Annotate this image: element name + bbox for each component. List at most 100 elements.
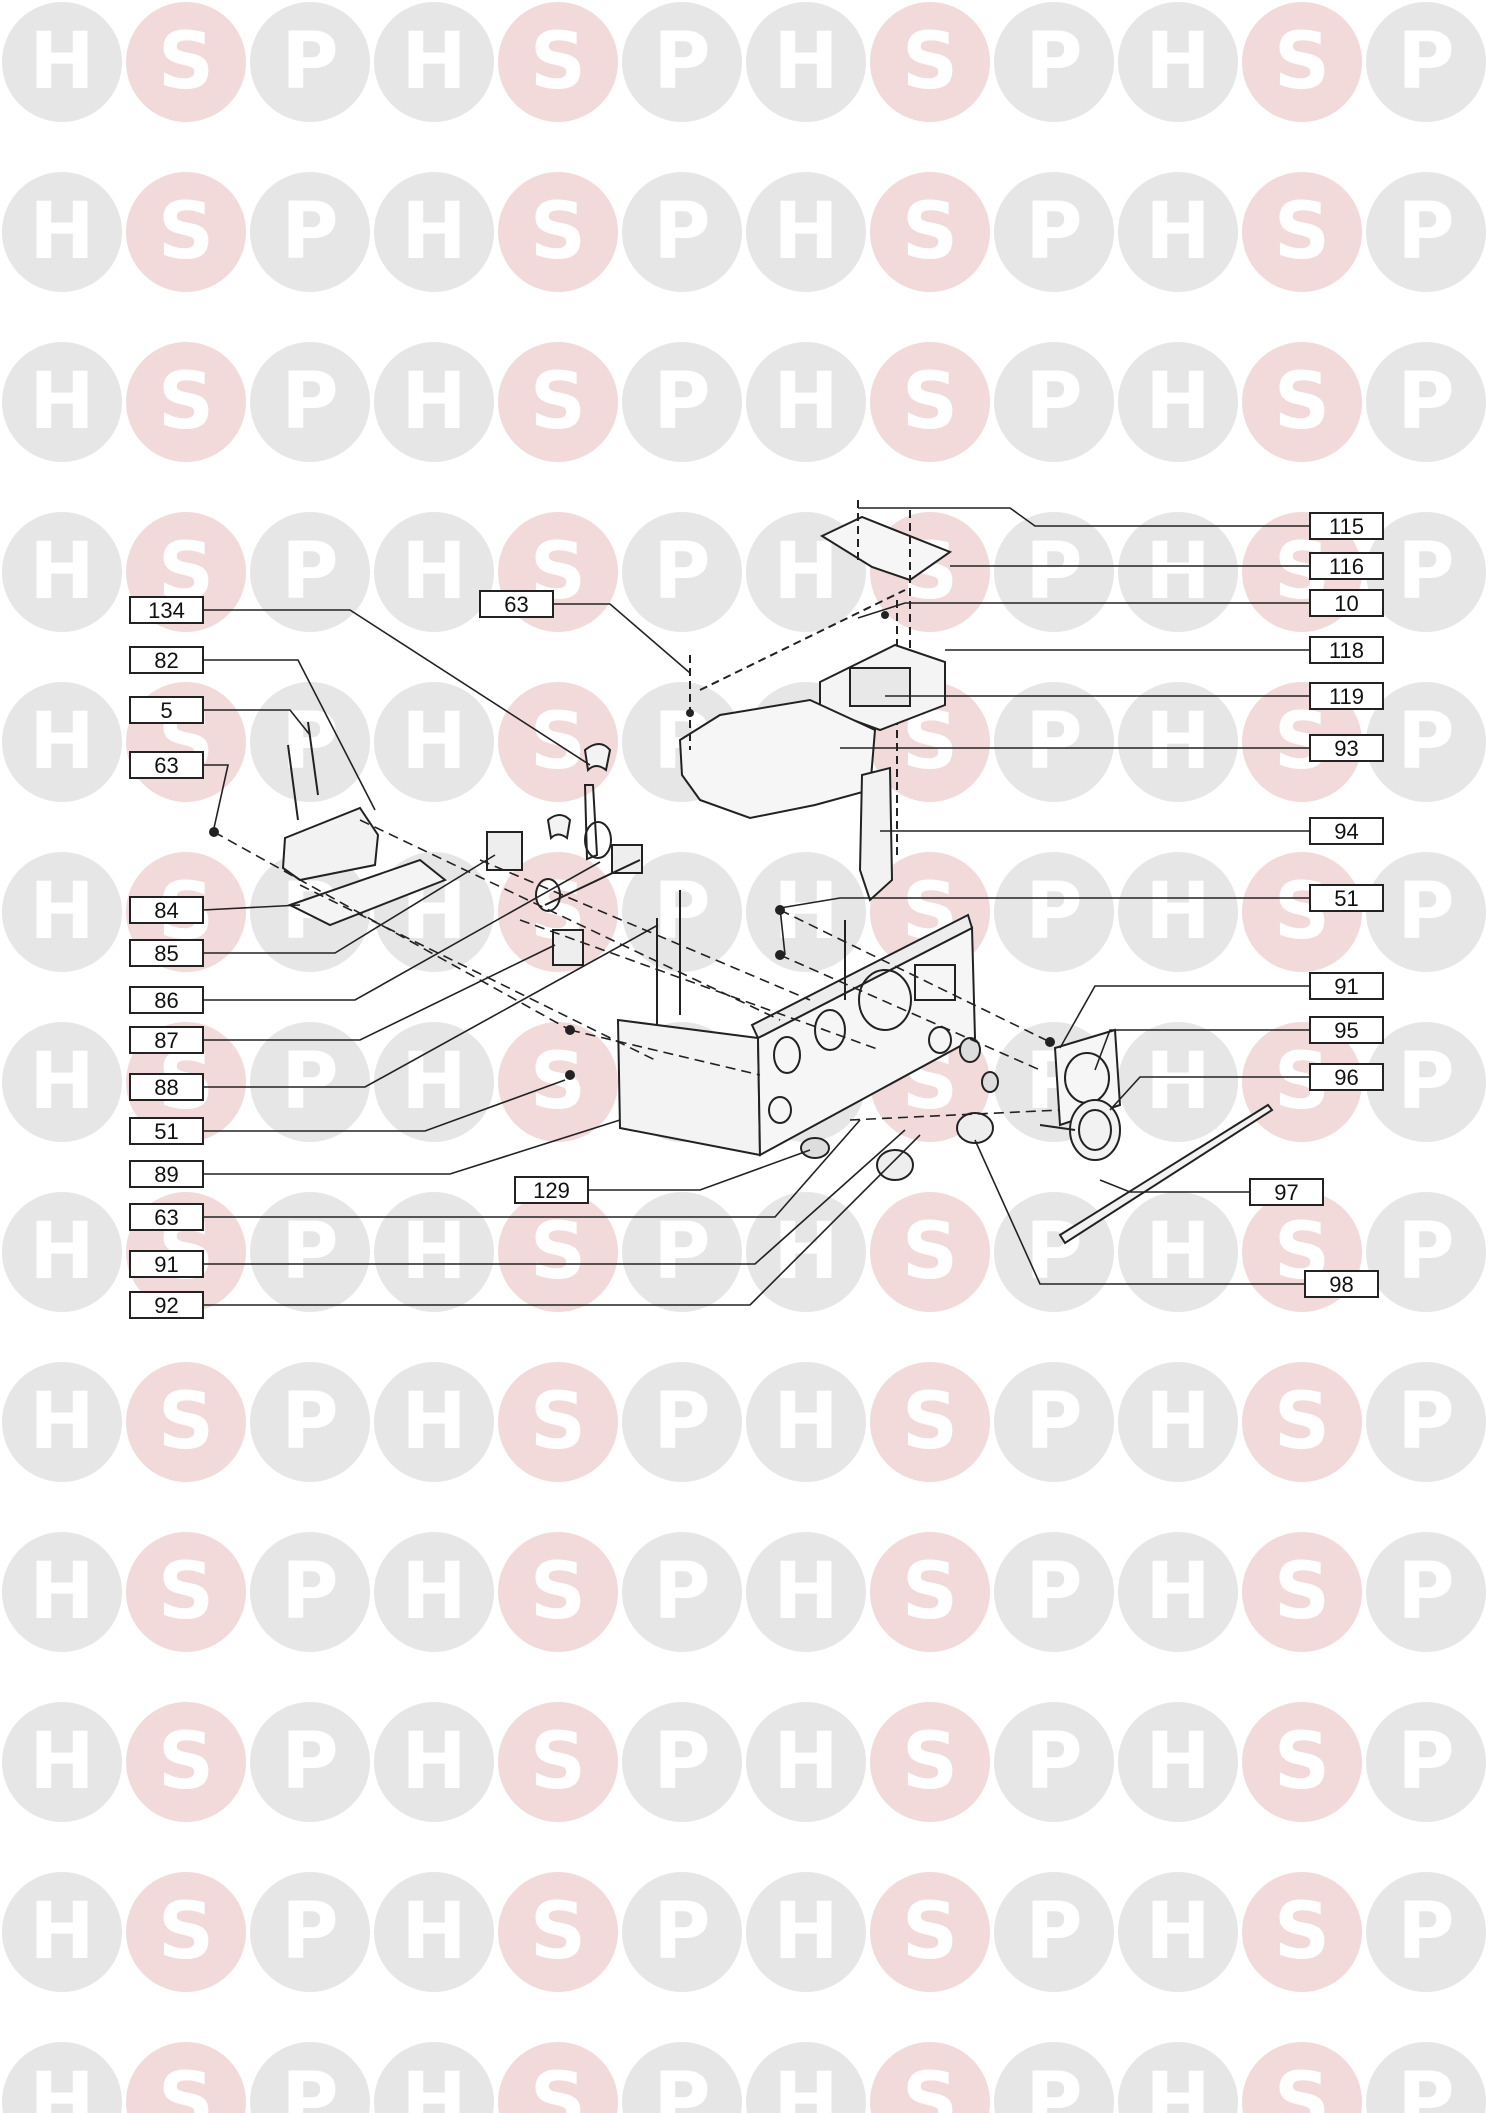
watermark-letter: H [773, 1717, 838, 1807]
watermark-circle [126, 2042, 246, 2113]
watermark-circle [2, 1022, 122, 1142]
watermark-circle [374, 1702, 494, 1822]
watermark-circle [2, 682, 122, 802]
watermark-circle [1242, 1702, 1362, 1822]
watermark-letter: P [281, 1547, 338, 1637]
leader-line [1059, 985, 1310, 1049]
leader-line [553, 603, 691, 674]
watermark-circle [2, 1362, 122, 1482]
callout-right-7: 51 [779, 884, 1384, 956]
callout-left-0: 134 [129, 596, 591, 766]
callout-box [1309, 884, 1384, 912]
watermark-letter: H [29, 697, 94, 787]
watermark-circle [126, 1702, 246, 1822]
callout-box [129, 696, 204, 724]
callout-box [1309, 552, 1384, 580]
watermark-letter: P [1025, 527, 1082, 617]
part-number-label: 89 [154, 1162, 178, 1187]
capillary-strip-part [1058, 1103, 1274, 1245]
callout-box [129, 1203, 204, 1231]
watermark-circle [870, 2, 990, 122]
watermark-letter: P [1397, 1547, 1454, 1637]
watermark-circle [250, 1192, 370, 1312]
watermark-circle [374, 342, 494, 462]
part-number-label: 95 [1334, 1018, 1358, 1043]
callout-box [1309, 682, 1384, 710]
watermark-circle [126, 342, 246, 462]
watermark-circle [2, 2, 122, 122]
watermark-circle [870, 1532, 990, 1652]
watermark-circle [870, 1362, 990, 1482]
watermark-circle [1118, 1362, 1238, 1482]
watermark-circle [1242, 2042, 1362, 2113]
parts-drawing [209, 500, 1274, 1245]
watermark-letter: H [29, 1377, 94, 1467]
callout-box [479, 590, 554, 618]
watermark-circle [2, 1702, 122, 1822]
watermark-circle [250, 2042, 370, 2113]
watermark-circle [1242, 682, 1362, 802]
part-number-label: 63 [154, 753, 178, 778]
watermark-letter: S [1274, 2057, 1330, 2113]
watermark-letter: P [1397, 1037, 1454, 1127]
watermark-letter: P [1025, 357, 1082, 447]
watermark-letter: S [902, 357, 958, 447]
watermark-circle [374, 1192, 494, 1312]
watermark-letter: P [1025, 1717, 1082, 1807]
watermark-circle [250, 512, 370, 632]
watermark-circle [622, 1872, 742, 1992]
watermark-circle [746, 1362, 866, 1482]
part-number-label: 129 [533, 1178, 570, 1203]
watermark-letter: S [530, 1887, 586, 1977]
part-number-label: 116 [1329, 554, 1364, 579]
watermark-letter: H [1145, 697, 1210, 787]
callout-right-2: 10 [857, 589, 1384, 619]
watermark-letter: P [1397, 867, 1454, 957]
watermark-letter: S [158, 2057, 214, 2113]
watermark-letter: S [530, 1717, 586, 1807]
watermark-circle [994, 512, 1114, 632]
watermark-letter: H [1145, 2057, 1210, 2113]
callout-center-1: 129 [514, 1149, 811, 1204]
callout-right-9: 95 [1094, 1016, 1384, 1071]
watermark-letter: H [29, 1037, 94, 1127]
watermark-letter: P [653, 1717, 710, 1807]
watermark-circle [746, 1872, 866, 1992]
leader-line [203, 944, 556, 1041]
watermark-circle [1366, 2, 1486, 122]
callout-box [1309, 972, 1384, 1000]
watermark-letter: S [1274, 1717, 1330, 1807]
watermark-letter: S [158, 187, 214, 277]
callout-box [1309, 1063, 1384, 1091]
watermark-letter: P [281, 1887, 338, 1977]
callout-box [1309, 1016, 1384, 1044]
watermark-letter: H [29, 1547, 94, 1637]
watermark-circle [622, 1192, 742, 1312]
watermark-letter: S [158, 1377, 214, 1467]
pressure-gauge-part [1039, 1028, 1122, 1161]
watermark-letter: S [902, 1547, 958, 1637]
switch-parts [486, 743, 681, 1035]
watermark-circle [870, 2042, 990, 2113]
callout-box [129, 1117, 204, 1145]
leader-line [203, 764, 229, 829]
watermark-letter: S [530, 697, 586, 787]
watermark-circle [1118, 2, 1238, 122]
control-panel-part [616, 913, 977, 1157]
part-number-label: 134 [148, 598, 185, 623]
watermark-letter: P [653, 17, 710, 107]
watermark-letter: P [653, 1207, 710, 1297]
watermark-circle [250, 342, 370, 462]
callout-box [129, 986, 204, 1014]
watermark-letter: P [653, 1547, 710, 1637]
watermark-circle [1366, 852, 1486, 972]
watermark-letter: S [530, 357, 586, 447]
watermark-letter: S [530, 187, 586, 277]
watermark-circle [1118, 512, 1238, 632]
watermark-circle [994, 2042, 1114, 2113]
watermark-letter: S [530, 2057, 586, 2113]
watermark-letter: H [401, 697, 466, 787]
watermark-letter: H [1145, 1547, 1210, 1637]
leader-line [202, 904, 301, 911]
watermark-circle [374, 2, 494, 122]
